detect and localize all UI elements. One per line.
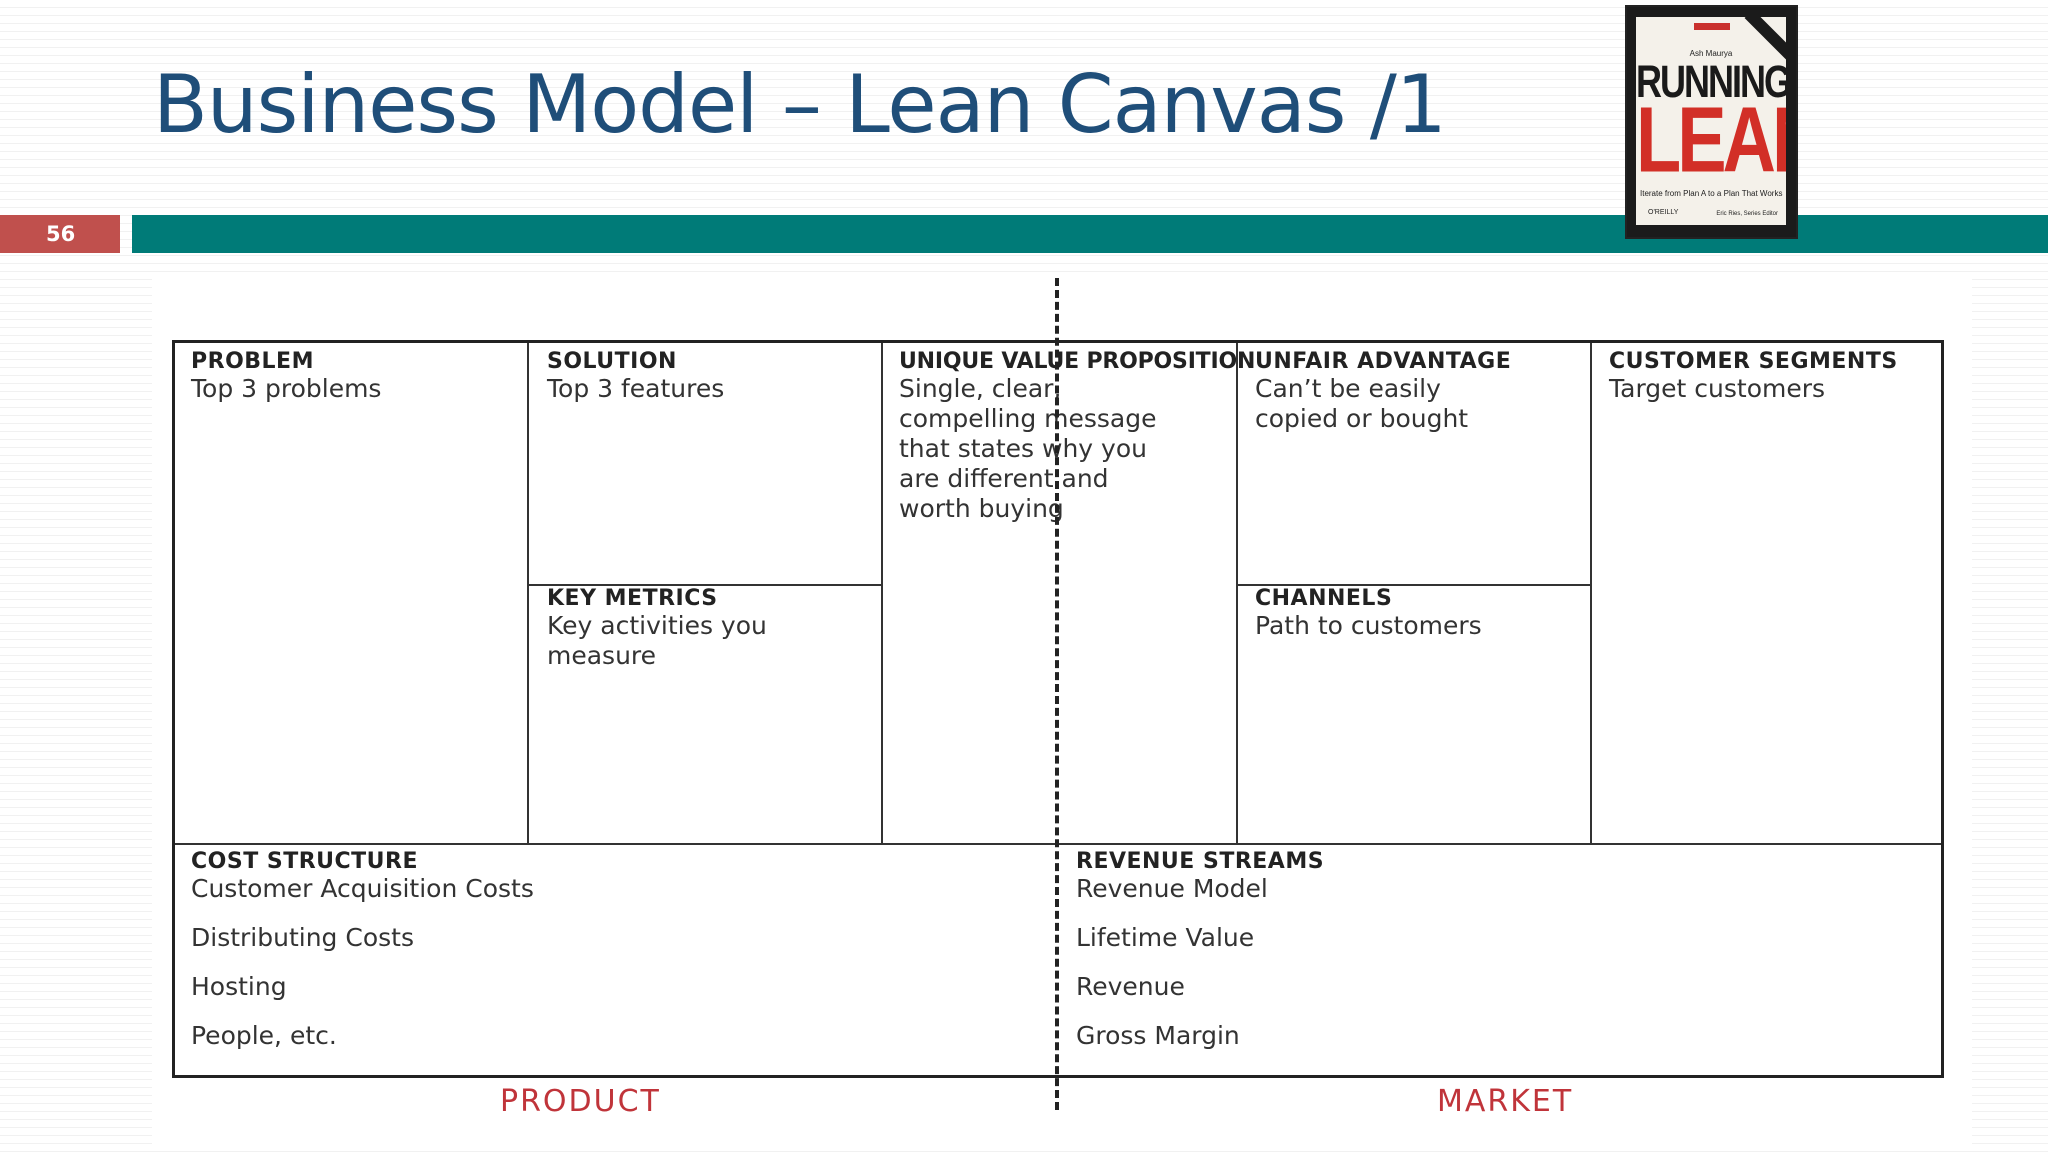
book-publisher: O'REILLY [1648,209,1679,216]
customer-segments-heading: CUSTOMER SEGMENTS [1609,349,1898,374]
book-cover-page: Ash Maurya RUNNING LEAN Iterate from Pla… [1636,17,1786,225]
unfair-advantage-block: UNFAIR ADVANTAGE Can’t be easily copied … [1238,343,1592,586]
slide-title: Business Model – Lean Canvas /1 [153,58,1447,151]
cost-structure-item: Distributing Costs [191,923,414,952]
revenue-streams-item: Revenue Model [1076,874,1268,903]
cost-structure-item: Customer Acquisition Costs [191,874,534,903]
channels-desc: Path to customers [1255,611,1482,640]
unfair-advantage-desc-line: copied or bought [1255,404,1469,433]
product-market-divider [1055,278,1059,1110]
revenue-streams-heading: REVENUE STREAMS [1076,849,1325,874]
channels-heading: CHANNELS [1255,586,1393,611]
revenue-streams-block: REVENUE STREAMS Revenue Model Lifetime V… [1058,843,1941,1075]
book-editor: Eric Ries, Series Editor [1716,211,1778,217]
uvp-desc-line: compelling message [899,404,1157,433]
cost-structure-item: Hosting [191,972,287,1001]
problem-heading: PROBLEM [191,349,314,374]
book-tagline: Iterate from Plan A to a Plan That Works [1640,189,1783,198]
revenue-streams-item: Gross Margin [1076,1021,1240,1050]
revenue-streams-item: Revenue [1076,972,1185,1001]
book-title-running: RUNNING [1636,55,1786,107]
unfair-advantage-heading: UNFAIR ADVANTAGE [1255,349,1512,374]
unfair-advantage-desc-line: Can’t be easily [1255,374,1441,403]
book-title-lean: LEAN [1636,87,1786,192]
problem-block: PROBLEM Top 3 problems [175,343,529,843]
key-metrics-desc-line: measure [547,641,657,670]
cost-structure-heading: COST STRUCTURE [191,849,418,874]
book-series-band [1694,23,1730,30]
market-label: MARKET [1437,1084,1574,1119]
book-author: Ash Maurya [1689,49,1733,58]
uvp-desc-line: worth buying [899,494,1064,523]
customer-segments-block: CUSTOMER SEGMENTS Target customers [1592,343,1941,843]
uvp-block: UNIQUE VALUE PROPOSITION Single, clear, … [883,343,1256,843]
key-metrics-desc-line: Key activities you [547,611,767,640]
uvp-desc-line: are different and [899,464,1109,493]
problem-desc: Top 3 problems [191,374,382,403]
uvp-desc-line: Single, clear, [899,374,1062,403]
cost-structure-block: COST STRUCTURE Customer Acquisition Cost… [175,843,1058,1075]
solution-block: SOLUTION Top 3 features [529,343,883,586]
cost-structure-item: People, etc. [191,1021,337,1050]
key-metrics-block: KEY METRICS Key activities you measure [529,586,883,843]
solution-heading: SOLUTION [547,349,677,374]
channels-block: CHANNELS Path to customers [1238,586,1592,843]
revenue-streams-item: Lifetime Value [1076,923,1255,952]
running-lean-book-cover: Ash Maurya RUNNING LEAN Iterate from Pla… [1625,5,1798,239]
key-metrics-heading: KEY METRICS [547,586,718,611]
uvp-desc-line: that states why you [899,434,1147,463]
customer-segments-desc: Target customers [1609,374,1826,403]
uvp-heading: UNIQUE VALUE PROPOSITION [899,349,1256,374]
solution-desc: Top 3 features [547,374,725,403]
product-label: PRODUCT [500,1084,661,1119]
slide-number: 56 [0,215,120,253]
